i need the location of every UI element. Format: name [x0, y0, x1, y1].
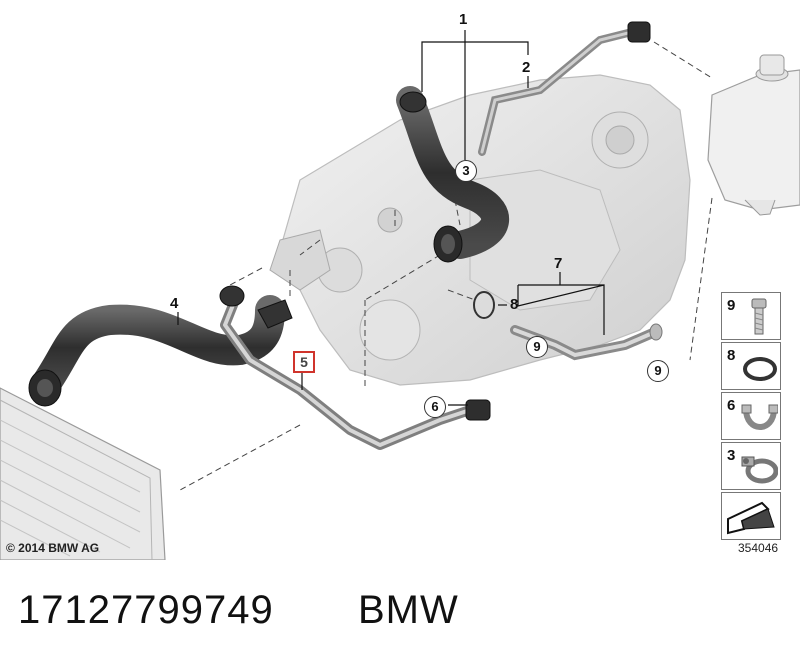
callout-3: 3 — [455, 160, 477, 182]
radiator — [0, 387, 166, 561]
arrow-icon — [727, 501, 775, 535]
callout-4: 4 — [170, 295, 179, 312]
legend-item: 3 — [721, 442, 781, 490]
legend-item-number: 6 — [727, 397, 736, 414]
diagram-number: 354046 — [738, 541, 779, 555]
callout-9-a: 9 — [526, 336, 548, 358]
parts-legend: 9 8 6 3 — [721, 292, 781, 540]
legend-item — [721, 492, 781, 540]
callout-9-b: 9 — [647, 360, 669, 382]
legend-item-number: 9 — [727, 297, 736, 314]
o-ring-icon — [743, 357, 777, 381]
legend-item: 9 — [721, 292, 781, 340]
copyright-notice: © 2014 BMW AG — [6, 541, 100, 555]
legend-item: 8 — [721, 342, 781, 390]
callout-7: 7 — [554, 255, 563, 272]
bolt-icon — [751, 298, 767, 335]
callout-5: 5 — [293, 351, 315, 373]
parts-diagram: 1 2 3 4 5 6 7 8 9 9 9 8 6 — [0, 11, 800, 561]
coolant-pipe-5 — [219, 285, 491, 450]
radiator-hose-1 — [396, 86, 509, 263]
legend-item-number: 3 — [727, 447, 736, 464]
diagram-illustration — [0, 21, 800, 561]
callout-8: 8 — [510, 296, 519, 313]
radiator-hose-4 — [28, 295, 293, 407]
callout-6: 6 — [424, 396, 446, 418]
callout-1: 1 — [459, 11, 468, 28]
legend-item-number: 8 — [727, 347, 736, 364]
spring-clamp-icon — [741, 404, 778, 430]
brand-name: BMW — [358, 588, 459, 632]
expansion-tank — [707, 54, 800, 216]
coolant-pipe-2 — [478, 21, 651, 156]
hose-clamp-icon — [741, 456, 778, 484]
legend-item: 6 — [721, 392, 781, 440]
part-number: 17127799749 — [18, 588, 274, 632]
callout-2: 2 — [522, 59, 531, 76]
o-ring-8 — [473, 291, 495, 319]
